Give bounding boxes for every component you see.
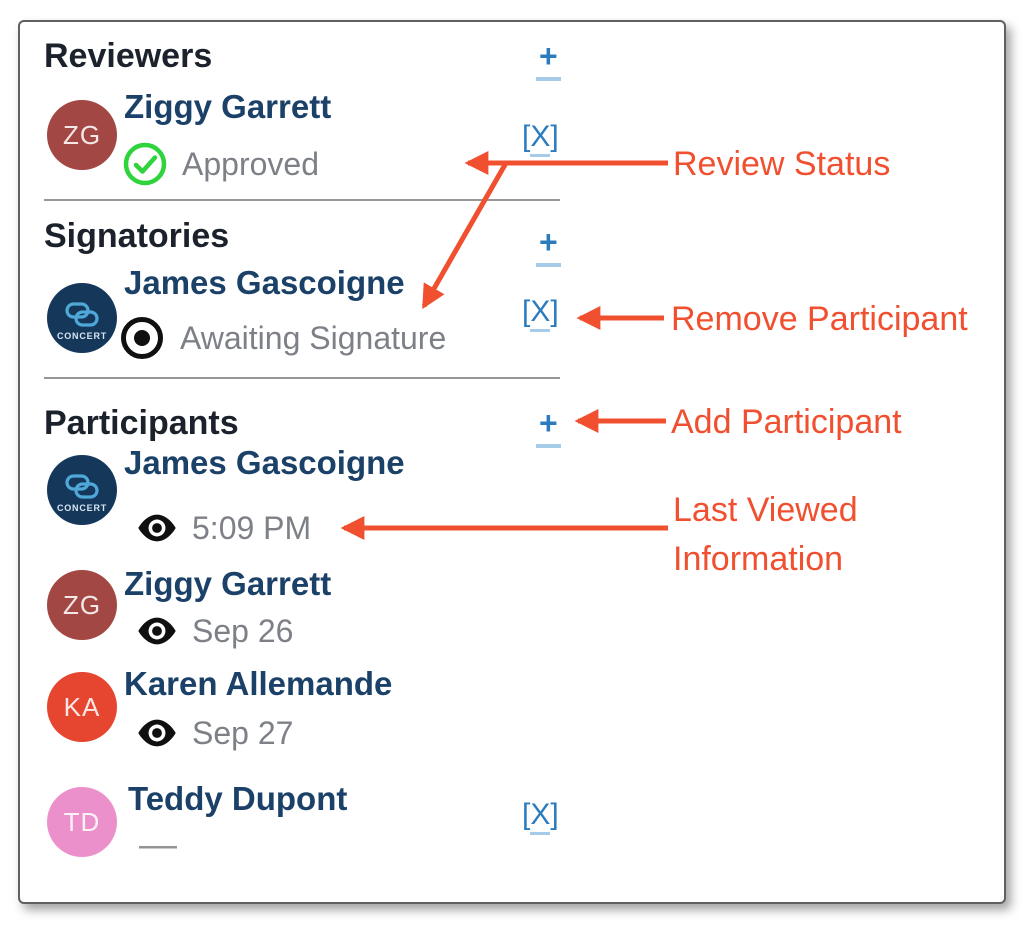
last-viewed-label-line2: Information xyxy=(673,540,844,579)
signatories-section-title: Signatories xyxy=(44,217,230,255)
remove-signatory-button[interactable]: [X] xyxy=(522,295,559,332)
bracket-open: [ xyxy=(522,798,531,831)
section-divider xyxy=(44,199,560,201)
avatar-initials: TD xyxy=(63,806,101,837)
last-viewed-date: Sep 27 xyxy=(192,714,294,751)
svg-text:CONCERT: CONCERT xyxy=(57,503,107,513)
participant-name: Karen Allemande xyxy=(124,665,393,702)
remove-x: X xyxy=(530,295,551,332)
remove-x: X xyxy=(530,120,551,157)
remove-x: X xyxy=(530,798,551,835)
check-circle-icon xyxy=(123,142,167,186)
last-viewed-empty: — xyxy=(139,824,177,866)
avatar-initials: ZG xyxy=(62,119,102,150)
avatar: KA xyxy=(47,672,117,742)
signatory-name: James Gascoigne xyxy=(124,264,405,301)
signature-status: Awaiting Signature xyxy=(118,314,446,362)
remove-participant-label: Remove Participant xyxy=(671,300,968,338)
review-status-label: Review Status xyxy=(673,145,891,183)
avatar: ZG xyxy=(47,570,117,640)
concert-logo-avatar: CONCERT xyxy=(47,455,117,525)
avatar: ZG xyxy=(47,100,117,170)
bracket-open: [ xyxy=(522,295,531,328)
svg-text:CONCERT: CONCERT xyxy=(57,331,107,341)
review-status: Approved xyxy=(122,140,319,188)
avatar-initials: KA xyxy=(63,691,101,722)
last-viewed-date: Sep 26 xyxy=(192,612,294,649)
bracket-close: ] xyxy=(550,798,559,831)
bracket-close: ] xyxy=(550,120,559,153)
participant-name: Ziggy Garrett xyxy=(124,565,332,602)
last-viewed-row: Sep 27 xyxy=(136,714,293,752)
participants-section-title: Participants xyxy=(44,404,239,442)
bracket-close: ] xyxy=(550,295,559,328)
last-viewed-label-line1: Last Viewed xyxy=(673,491,858,529)
avatar-initials: ZG xyxy=(62,589,102,620)
participants-panel xyxy=(18,20,1006,904)
bracket-open: [ xyxy=(522,120,531,153)
dot-circle-icon xyxy=(121,317,163,359)
add-participant-label: Add Participant xyxy=(671,403,902,441)
concert-logo: CONCERT xyxy=(57,474,107,513)
signature-status-text: Awaiting Signature xyxy=(180,319,447,356)
section-divider xyxy=(44,377,560,379)
concert-logo: CONCERT xyxy=(57,302,107,341)
last-viewed-row: Sep 26 xyxy=(136,612,293,650)
reviewer-name: Ziggy Garrett xyxy=(124,88,332,125)
concert-logo-avatar: CONCERT xyxy=(47,283,117,353)
last-viewed-time: 5:09 PM xyxy=(192,509,312,546)
add-participant-button[interactable]: + xyxy=(536,405,561,448)
last-viewed-label: Last Viewed Information xyxy=(673,486,858,585)
review-status-text: Approved xyxy=(182,145,319,182)
remove-participant-button[interactable]: [X] xyxy=(522,798,559,835)
last-viewed-row: 5:09 PM xyxy=(136,509,311,547)
remove-reviewer-button[interactable]: [X] xyxy=(522,120,559,157)
avatar: TD xyxy=(47,787,117,857)
eye-icon xyxy=(138,514,176,542)
participant-name: Teddy Dupont xyxy=(128,780,348,817)
participant-name: James Gascoigne xyxy=(124,444,405,481)
eye-icon xyxy=(138,617,176,645)
add-signatory-button[interactable]: + xyxy=(536,224,561,267)
add-reviewer-button[interactable]: + xyxy=(536,38,561,81)
reviewers-section-title: Reviewers xyxy=(44,37,213,75)
eye-icon xyxy=(138,719,176,747)
